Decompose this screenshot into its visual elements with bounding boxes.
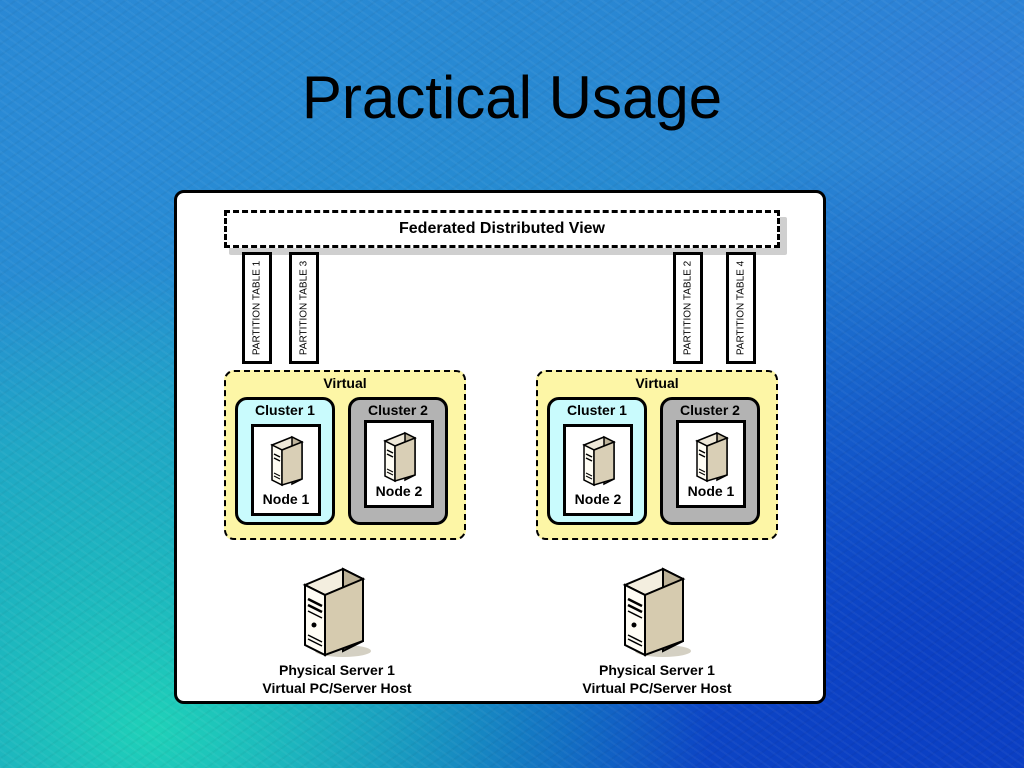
cluster-label: Cluster 2 [368, 402, 428, 418]
partition-table-1: PARTITION TABLE 1 [242, 252, 272, 364]
server-name: Physical Server 1 [599, 662, 715, 678]
server-tower-icon [383, 431, 417, 483]
cluster-box: Cluster 1 Node 2 [547, 397, 647, 525]
cluster-box: Cluster 2 Node 2 [348, 397, 448, 525]
server-tower-icon [582, 435, 616, 487]
cluster-label: Cluster 2 [680, 402, 740, 418]
physical-server-icon-left [302, 567, 371, 657]
partition-table-label: PARTITION TABLE 2 [682, 260, 694, 356]
virtual-label: Virtual [323, 375, 367, 391]
node-label: Node 2 [574, 491, 622, 507]
virtual-container-right: Virtual Cluster 1 Node 2 Cluster 2 [536, 370, 778, 540]
server-role: Virtual PC/Server Host [582, 680, 732, 696]
federated-view-box: Federated Distributed View [224, 210, 780, 248]
physical-server-icon-right [622, 567, 691, 657]
server-name: Physical Server 1 [279, 662, 395, 678]
cluster-label: Cluster 1 [567, 402, 627, 418]
node-box: Node 1 [676, 420, 746, 508]
node-label: Node 1 [687, 483, 735, 499]
slide-title: Practical Usage [301, 64, 723, 131]
cluster-box: Cluster 1 Node 1 [235, 397, 335, 525]
partition-table-label: PARTITION TABLE 3 [298, 260, 310, 356]
physical-server-caption-left: Physical Server 1 Virtual PC/Server Host [207, 661, 467, 697]
node-box: Node 2 [563, 424, 633, 516]
node-box: Node 1 [251, 424, 321, 516]
cluster-label: Cluster 1 [255, 402, 315, 418]
physical-server-caption-right: Physical Server 1 Virtual PC/Server Host [527, 661, 787, 697]
node-box: Node 2 [364, 420, 434, 508]
cluster-box: Cluster 2 Node 1 [660, 397, 760, 525]
partition-table-4: PARTITION TABLE 4 [726, 252, 756, 364]
diagram-panel: Federated Distributed View PARTITION TAB… [174, 190, 826, 704]
node-label: Node 1 [262, 491, 310, 507]
partition-table-label: PARTITION TABLE 4 [735, 260, 747, 356]
server-role: Virtual PC/Server Host [262, 680, 412, 696]
virtual-container-left: Virtual Cluster 1 Node 1 Cluster 2 [224, 370, 466, 540]
partition-table-2: PARTITION TABLE 2 [673, 252, 703, 364]
server-tower-icon [695, 431, 729, 483]
partition-table-label: PARTITION TABLE 1 [251, 260, 263, 356]
server-tower-icon [270, 435, 304, 487]
virtual-label: Virtual [635, 375, 679, 391]
federated-view-label: Federated Distributed View [399, 220, 605, 237]
node-label: Node 2 [375, 483, 423, 499]
partition-table-3: PARTITION TABLE 3 [289, 252, 319, 364]
